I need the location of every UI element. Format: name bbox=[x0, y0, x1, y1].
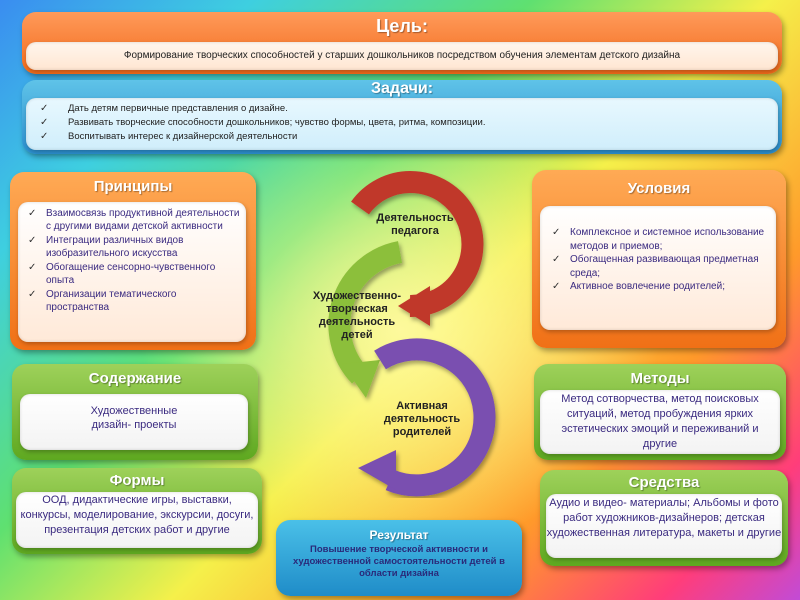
principle-item: Взаимосвязь продуктивной деятельности с … bbox=[24, 208, 240, 233]
content-panel: Содержание Художественные дизайн- проект… bbox=[12, 364, 258, 460]
condition-item: Комплексное и системное использование ме… bbox=[548, 226, 768, 253]
children-cycle-arrow bbox=[328, 241, 403, 398]
children-activity-label: Художественно-творческая деятельность де… bbox=[312, 290, 402, 341]
principles-title: Принципы bbox=[93, 178, 173, 195]
result-title: Результат bbox=[369, 528, 429, 542]
tasks-title: Задачи: bbox=[370, 80, 434, 97]
content-text: Художественные дизайн- проекты bbox=[20, 394, 248, 450]
goal-title: Цель: bbox=[376, 16, 428, 36]
principles-list: Взаимосвязь продуктивной деятельности с … bbox=[24, 208, 240, 314]
result-text: Повышение творческой активности и художе… bbox=[293, 544, 505, 579]
forms-text: ООД, дидактические игры, выставки, конку… bbox=[16, 492, 258, 548]
result-panel: Результат Повышение творческой активност… bbox=[276, 520, 522, 596]
conditions-list: Комплексное и системное использование ме… bbox=[548, 226, 768, 294]
principles-panel: Принципы Взаимосвязь продуктивной деятел… bbox=[10, 172, 256, 350]
teacher-activity-label: Деятельность педагога bbox=[376, 212, 454, 237]
cycle-arrows bbox=[328, 171, 496, 497]
means-title: Средства bbox=[628, 474, 700, 491]
goal-panel: Цель: Формирование творческих способност… bbox=[22, 12, 782, 74]
task-item: Дать детям первичные представления о диз… bbox=[36, 102, 768, 116]
tasks-list: Дать детям первичные представления о диз… bbox=[36, 102, 768, 144]
methods-panel: Методы Метод сотворчества, метод поисков… bbox=[534, 364, 786, 460]
principle-item: Организации тематического пространства bbox=[24, 289, 240, 314]
task-item: Воспитывать интерес к дизайнерской деяте… bbox=[36, 130, 768, 144]
methods-text: Метод сотворчества, метод поисковых ситу… bbox=[540, 390, 780, 454]
condition-item: Обогащенная развивающая предметная среда… bbox=[548, 253, 768, 280]
methods-title: Методы bbox=[630, 370, 690, 387]
tasks-list-box: Дать детям первичные представления о диз… bbox=[26, 98, 778, 150]
task-item: Развивать творческие способности дошколь… bbox=[36, 116, 768, 130]
principle-item: Обогащение сенсорно-чувственного опыта bbox=[24, 262, 240, 287]
forms-panel: Формы ООД, дидактические игры, выставки,… bbox=[12, 468, 262, 554]
content-title: Содержание bbox=[88, 370, 182, 387]
conditions-list-box: Комплексное и системное использование ме… bbox=[540, 206, 776, 330]
principle-item: Интеграции различных видов изобразительн… bbox=[24, 235, 240, 260]
parents-activity-label: Активная деятельность родителей bbox=[383, 400, 461, 438]
conditions-panel: Условия Комплексное и системное использо… bbox=[532, 170, 786, 348]
teacher-cycle-arrow bbox=[351, 171, 484, 326]
activity-cycle-diagram: Деятельность педагога Художественно-твор… bbox=[280, 168, 520, 498]
means-panel: Средства Аудио и видео- материалы; Альбо… bbox=[540, 470, 788, 566]
means-text: Аудио и видео- материалы; Альбомы и фото… bbox=[546, 494, 782, 558]
conditions-title: Условия bbox=[627, 180, 691, 197]
condition-item: Активное вовлечение родителей; bbox=[548, 280, 768, 294]
forms-title: Формы bbox=[109, 472, 165, 489]
tasks-panel: Задачи: Дать детям первичные представлен… bbox=[22, 80, 782, 154]
parents-cycle-arrow bbox=[358, 338, 496, 497]
principles-list-box: Взаимосвязь продуктивной деятельности с … bbox=[18, 202, 246, 342]
goal-text: Формирование творческих способностей у с… bbox=[26, 42, 778, 70]
